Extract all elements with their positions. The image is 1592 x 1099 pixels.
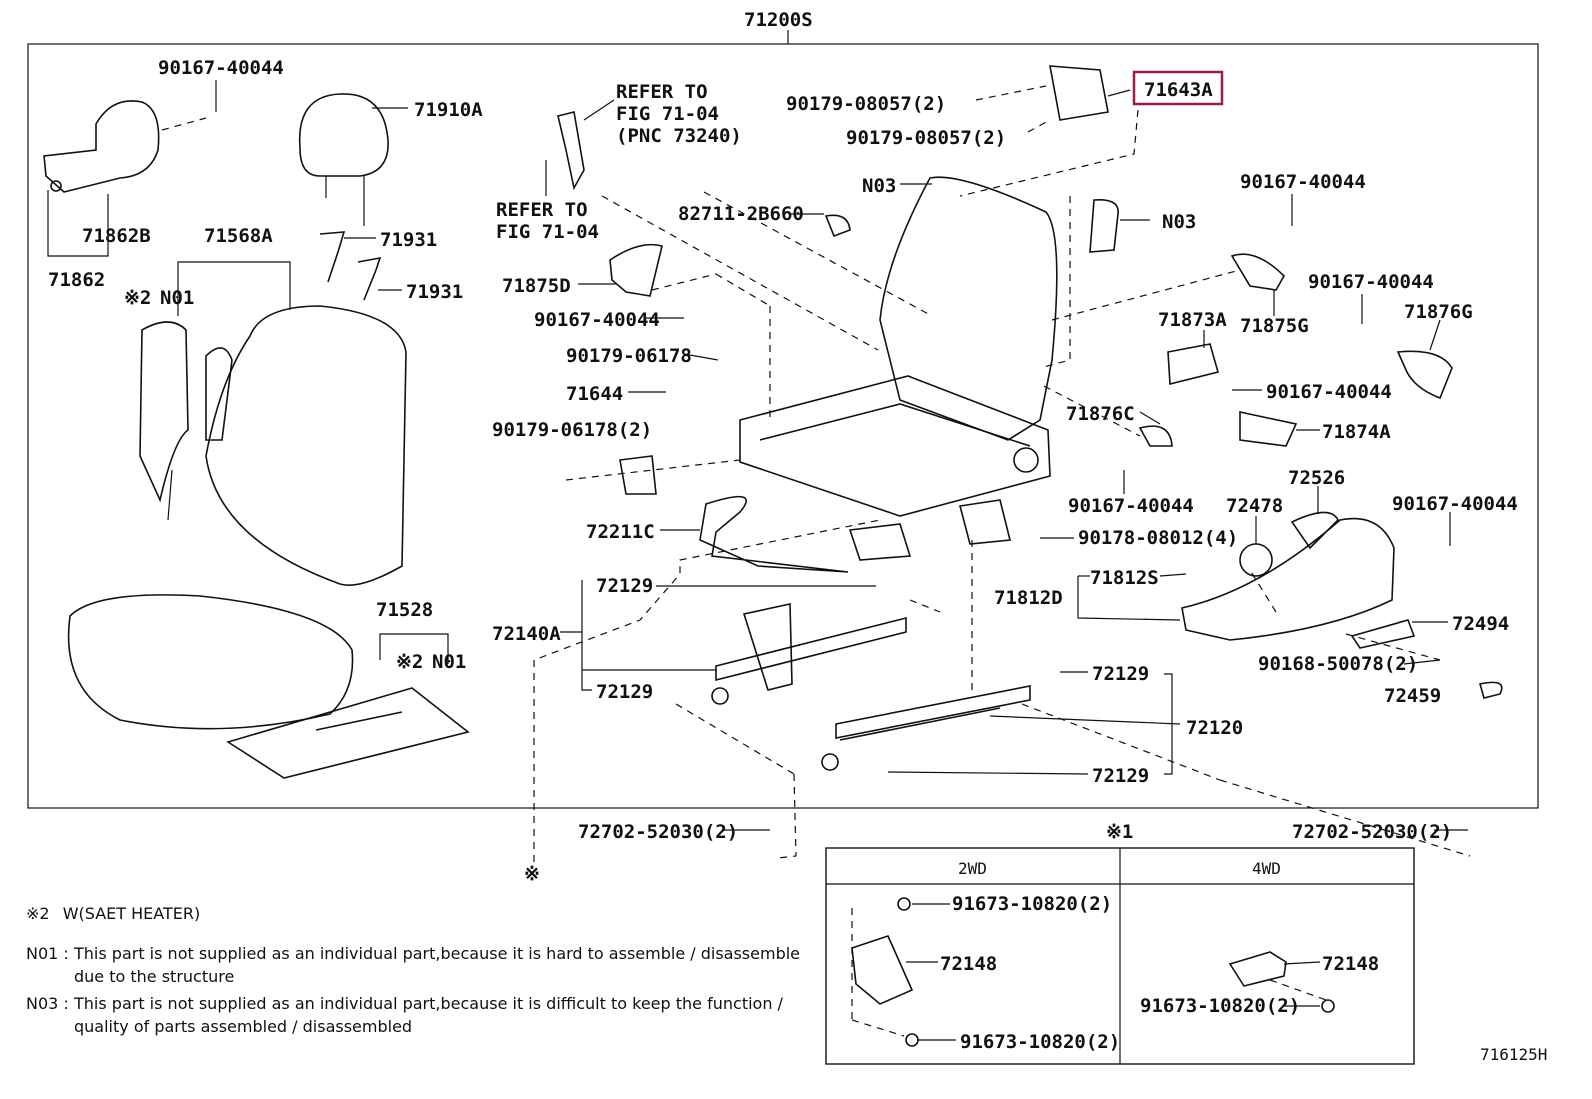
label-71568A: 71568A [204,225,273,247]
label-refer-1-line3: (PNC 73240) [616,125,742,147]
label-72702-52030-b: 72702-52030(2) [1292,821,1452,843]
label-90167-40044-f: 90167-40044 [1068,495,1194,517]
note-n03: N03 : This part is not supplied as an ind… [26,992,783,1038]
label-mark2-b: ※2 [396,651,423,673]
label-71862B: 71862B [82,225,151,247]
inset-label-91673-b: 91673-10820(2) [1140,995,1300,1017]
label-72140A: 72140A [492,623,561,645]
label-72129-a: 72129 [596,575,653,597]
note-w-mark: ※2 [26,904,50,923]
label-n03-a: N03 [862,175,896,197]
label-71862: 71862 [48,269,105,291]
label-refer-2-line2: FIG 71-04 [496,221,599,243]
label-90167-40044-a: 90167-40044 [158,57,284,79]
label-71910A: 71910A [414,99,483,121]
label-90179-06178-b: 90179-06178(2) [492,419,652,441]
leader-lines [47,80,1468,831]
label-90168-50078: 90168-50078(2) [1258,653,1418,675]
label-90167-40044-g: 90167-40044 [1392,493,1518,515]
seat-back-cover-drawing [139,305,407,586]
note-n03-code: N03 : [26,994,69,1013]
label-71875G: 71875G [1240,315,1309,337]
label-71874A: 71874A [1322,421,1391,443]
label-90178-08012: 90178-08012(4) [1078,527,1238,549]
label-71812S: 71812S [1090,567,1159,589]
seat-cushion-cover-drawing [67,594,470,779]
note-n03-line2: quality of parts assembled / disassemble… [74,1017,413,1036]
label-71643A-highlighted[interactable]: 71643A [1144,79,1213,101]
label-90167-40044-b: 90167-40044 [1240,171,1366,193]
note-n01-line2: due to the structure [74,967,235,986]
inset-col-2wd: 2WD [958,859,987,878]
headrest-drawing [298,93,389,226]
label-90179-08057-b: 90179-08057(2) [846,127,1006,149]
label-72702-52030-a: 72702-52030(2) [578,821,738,843]
side-shield-drawing [1181,517,1395,641]
label-n01-a: N01 [160,287,194,309]
note-w: ※2 W(SAET HEATER) [26,902,200,925]
label-71876C: 71876C [1066,403,1135,425]
label-72211C: 72211C [586,521,655,543]
seat-track-left-drawing [711,603,907,705]
label-71931-b: 71931 [406,281,463,303]
label-82711-2B660: 82711-2B660 [678,203,804,225]
variant-inset: 2WD 4WD 91673-10820(2) 72148 91673-10820… [825,847,1415,1065]
label-90167-40044-d: 90167-40044 [1308,271,1434,293]
label-90179-08057-a: 90179-08057(2) [786,93,946,115]
label-71931-a: 71931 [380,229,437,251]
label-71873A: 71873A [1158,309,1227,331]
label-mark1: ※1 [1106,821,1133,843]
label-72459: 72459 [1384,685,1441,707]
inset-col-4wd: 4WD [1252,859,1281,878]
seat-frame-drawing [739,176,1058,561]
label-72526: 72526 [1288,467,1345,489]
label-mark2-a: ※2 [124,287,151,309]
inset-label-91673-a: 91673-10820(2) [952,893,1112,915]
label-72478: 72478 [1226,495,1283,517]
label-72129-c: 72129 [1092,663,1149,685]
side-cover-drawing [43,100,160,193]
label-72120: 72120 [1186,717,1243,739]
label-71876G: 71876G [1404,301,1473,323]
label-72494: 72494 [1452,613,1509,635]
assembly-dashed-lines [161,85,1471,862]
seat-track-right-drawing [821,685,1031,771]
note-n01-line1: This part is not supplied as an individu… [74,944,801,963]
note-w-text: W(SAET HEATER) [62,904,201,923]
note-n01: N01 : This part is not supplied as an ind… [26,942,800,988]
small-parts-drawing [319,65,1503,699]
label-90167-40044-e: 90167-40044 [1266,381,1392,403]
label-mark-bottom: ※ [524,863,540,885]
label-71812D: 71812D [994,587,1063,609]
label-n03-b: N03 [1162,211,1196,233]
figure-id: 716125H [1480,1045,1547,1064]
highlight-box[interactable] [1132,70,1224,106]
label-refer-2-line1: REFER TO [496,199,588,221]
diagram-frame [27,43,1539,809]
inset-label-72148-b: 72148 [1322,953,1379,975]
label-90167-40044-c: 90167-40044 [534,309,660,331]
assembly-number: 71200S [744,9,813,31]
label-72129-b: 72129 [596,681,653,703]
label-71528: 71528 [376,599,433,621]
note-n01-code: N01 : [26,944,69,963]
inset-label-91673-c: 91673-10820(2) [960,1031,1120,1053]
label-71875D: 71875D [502,275,571,297]
note-n03-line1: This part is not supplied as an individu… [74,994,783,1013]
label-refer-1-line2: FIG 71-04 [616,103,719,125]
inset-label-72148-a: 72148 [940,953,997,975]
label-90179-06178-a: 90179-06178 [566,345,692,367]
label-refer-1-line1: REFER TO [616,81,708,103]
label-71644: 71644 [566,383,623,405]
label-72129-d: 72129 [1092,765,1149,787]
label-n01-b: N01 [432,651,466,673]
